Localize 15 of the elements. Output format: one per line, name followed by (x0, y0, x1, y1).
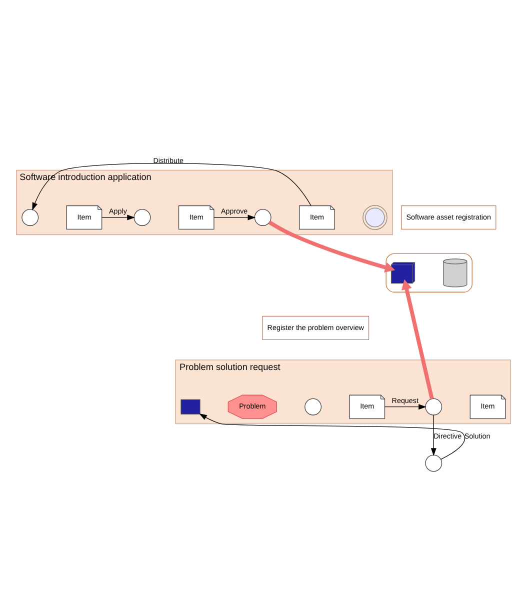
node-person (134, 208, 151, 226)
arrow (199, 412, 466, 460)
node-person (425, 398, 442, 415)
arrow (268, 220, 396, 272)
node-disc (362, 204, 388, 230)
node-person (425, 454, 442, 472)
arrow (401, 278, 434, 399)
node-laptop (180, 398, 200, 414)
node-person (254, 208, 272, 226)
arrow (214, 214, 256, 220)
arrow (430, 414, 436, 456)
arrow (384, 404, 426, 410)
node-person (22, 208, 39, 226)
node-person (304, 398, 322, 415)
arrow (102, 214, 135, 220)
